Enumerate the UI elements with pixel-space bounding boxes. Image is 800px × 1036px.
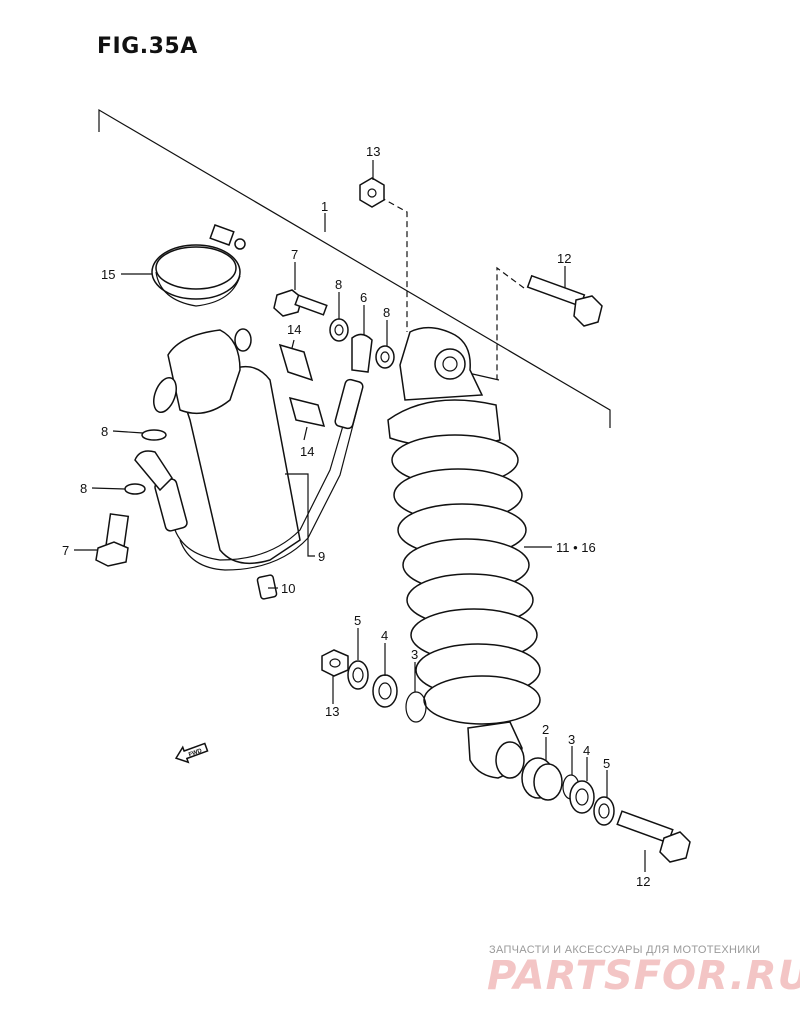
callout-11-16: 11 • 16 [556, 540, 596, 555]
callout-13-top: 13 [366, 144, 380, 159]
callout-4-lower: 4 [583, 743, 590, 758]
bolt-lower-part [616, 810, 691, 863]
shock-absorber-part [387, 326, 541, 779]
union-bolt-lower [95, 513, 130, 567]
bolt-top-part [526, 274, 603, 327]
washers-lower [124, 429, 167, 495]
hose-clamp-part [151, 224, 246, 307]
nut-lower-part [321, 649, 349, 677]
callout-9: 9 [318, 549, 325, 564]
callout-1: 1 [321, 199, 328, 214]
fwd-text: FWD [188, 748, 204, 759]
callout-4-upper: 4 [381, 628, 388, 643]
callout-14-a: 14 [287, 322, 301, 337]
callout-5-upper: 5 [354, 613, 361, 628]
callout-7-upper: 7 [291, 247, 298, 262]
callout-6: 6 [360, 290, 367, 305]
washers-upper [329, 318, 395, 369]
leader-lines [74, 160, 646, 872]
figure-title: FIG.35A [97, 34, 198, 59]
washer-lower-5 [593, 796, 615, 826]
assembly-bracket-1 [98, 108, 611, 428]
callout-8-upper-a: 8 [335, 277, 342, 292]
callout-5-lower: 5 [603, 756, 610, 771]
coil-spring [391, 434, 541, 725]
reservoir-tank-part [153, 328, 301, 565]
callout-2: 2 [542, 722, 549, 737]
callout-15: 15 [101, 267, 115, 282]
reservoir-hose-part [134, 333, 373, 571]
circlip-upper-3 [405, 691, 427, 723]
seal-lower [569, 780, 595, 814]
bushing-part [521, 757, 563, 801]
forward-arrow-icon: FWD [174, 742, 209, 764]
seal-upper-4 [372, 674, 398, 708]
watermark-subtitle: ЗАПЧАСТИ И АКСЕССУАРЫ ДЛЯ МОТОТЕХНИКИ [489, 944, 761, 956]
callout-8-upper-b: 8 [383, 305, 390, 320]
watermark-logo: PARTSFOR.RU [487, 953, 800, 999]
label-sheets-part [278, 343, 326, 427]
callout-labels: 1 13 7 8 6 8 12 15 14 14 8 8 7 9 10 11 •… [62, 144, 650, 889]
callout-13-lower: 13 [325, 704, 339, 719]
callout-10: 10 [281, 581, 295, 596]
valve-cap-part [256, 574, 278, 600]
union-bolt-upper [273, 289, 328, 317]
washer-upper-5 [347, 660, 369, 690]
callout-12-lower: 12 [636, 874, 650, 889]
callout-12-top: 12 [557, 251, 571, 266]
nut-top-part [359, 177, 385, 208]
callout-8-lower-b: 8 [80, 481, 87, 496]
callout-3-lower: 3 [568, 732, 575, 747]
callout-8-lower-a: 8 [101, 424, 108, 439]
callout-7-lower: 7 [62, 543, 69, 558]
callout-14-b: 14 [300, 444, 314, 459]
callout-3-upper: 3 [411, 647, 418, 662]
